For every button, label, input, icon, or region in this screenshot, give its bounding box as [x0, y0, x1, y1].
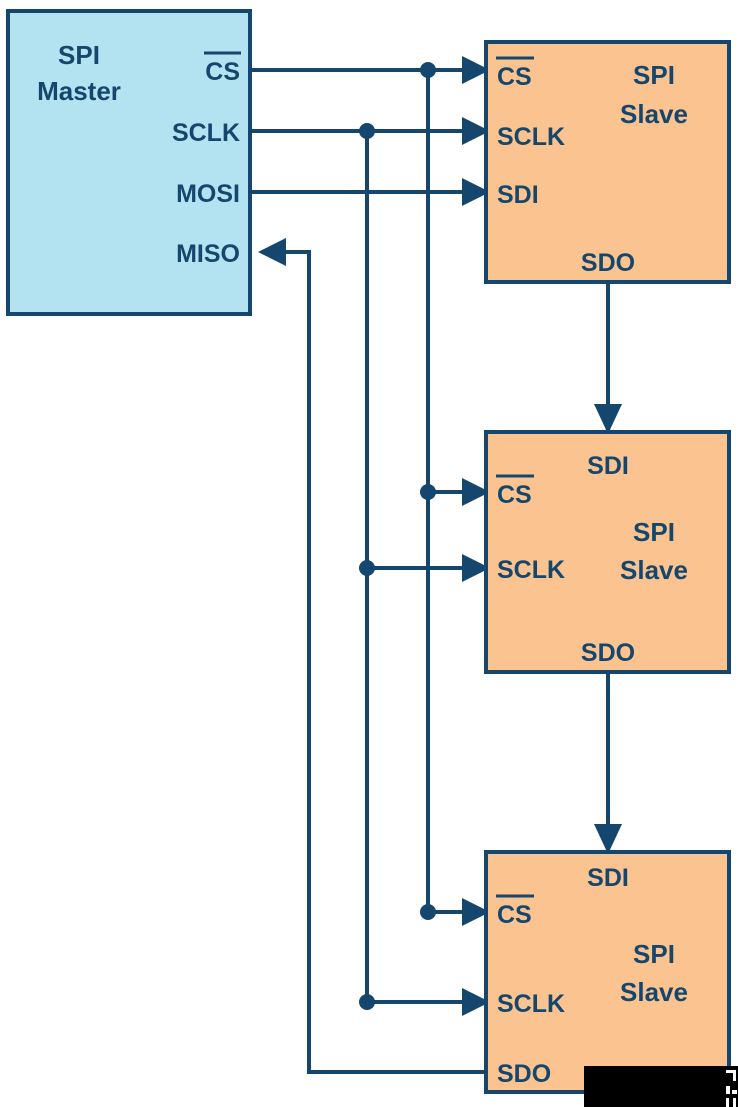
occluder-glyph-fragment-4 [732, 1090, 737, 1094]
slave2-pin-sdo-label: SDO [581, 639, 635, 667]
block-spi-slave-1[interactable]: SPI Slave CS SCLK SDI SDO [484, 40, 731, 284]
miso-return-path [262, 250, 486, 1074]
master-pin-cs-label: CS [205, 58, 240, 86]
arrowhead-cs-slave3 [462, 898, 490, 926]
slave2-pin-cs-label: CS [497, 481, 532, 509]
net-serial-clock [250, 117, 490, 1016]
occluder-glyph-fragment-2 [733, 1070, 736, 1081]
slave1-pin-sdo-label: SDO [581, 249, 635, 277]
slave3-pin-sdi-label: SDI [587, 864, 629, 892]
occluder-overlay [584, 1066, 738, 1107]
master-title-line1: SPI [58, 40, 100, 70]
slave1-pin-cs-label: CS [497, 63, 532, 91]
net-mosi-chain-in [250, 178, 490, 206]
master-title-line2: Master [37, 76, 121, 106]
net-miso-return [258, 238, 486, 1074]
net-chip-select [250, 56, 490, 926]
slave2-body [484, 430, 731, 674]
block-spi-master[interactable]: SPI Master CS SCLK MOSI MISO [6, 9, 252, 316]
slave2-title-line2: Slave [620, 555, 688, 585]
junction-dot-sclk-slave1 [359, 123, 375, 139]
occluder-rect [584, 1066, 738, 1107]
arrowhead-sclk-slave1 [462, 117, 490, 145]
junction-dot-cs-slave3 [420, 904, 436, 920]
slave1-body [484, 40, 731, 284]
net-chain-2-to-3 [594, 672, 622, 854]
arrowhead-mosi-slave1-sdi [462, 178, 490, 206]
slave1-title-line1: SPI [633, 60, 675, 90]
arrowhead-cs-slave1 [462, 56, 490, 84]
slave3-title-line2: Slave [620, 977, 688, 1007]
slave1-pin-sdi-label: SDI [497, 181, 539, 209]
occluder-glyph-fragment-3 [726, 1086, 730, 1094]
slave1-pin-sclk-label: SCLK [497, 123, 565, 151]
slave3-title-line1: SPI [633, 939, 675, 969]
block-spi-slave-3[interactable]: SPI Slave SDI CS SCLK SDO [484, 850, 731, 1094]
occluder-glyph-fragment-5 [726, 1098, 729, 1107]
arrowhead-miso-master [258, 238, 286, 266]
net-chain-1-to-2 [594, 282, 622, 434]
arrowhead-sclk-slave3 [462, 988, 490, 1016]
block-spi-slave-2[interactable]: SPI Slave SDI CS SCLK SDO [484, 430, 731, 674]
occluder-glyph-fragment-6 [733, 1098, 736, 1107]
slave3-pin-sdo-label: SDO [497, 1060, 551, 1088]
arrowhead-cs-slave2 [462, 478, 490, 506]
arrowhead-chain2-slave3-sdi [594, 824, 622, 854]
master-pin-mosi-label: MOSI [176, 180, 240, 208]
master-pin-miso-label: MISO [176, 240, 240, 268]
junction-dot-cs-slave1 [420, 62, 436, 78]
slave2-pin-sdi-label: SDI [587, 452, 629, 480]
slave3-pin-cs-label: CS [497, 901, 532, 929]
occluder-glyph-fragment-1 [726, 1070, 735, 1073]
junction-dot-sclk-slave2 [359, 560, 375, 576]
slave2-pin-sclk-label: SCLK [497, 556, 565, 584]
slave3-pin-sclk-label: SCLK [497, 990, 565, 1018]
arrowhead-sclk-slave2 [462, 554, 490, 582]
master-pin-sclk-label: SCLK [172, 119, 240, 147]
slave1-title-line2: Slave [620, 99, 688, 129]
arrowhead-chain1-slave2-sdi [594, 404, 622, 434]
master-body [6, 9, 252, 316]
slave2-title-line1: SPI [633, 517, 675, 547]
junction-dot-cs-slave2 [420, 484, 436, 500]
junction-dot-sclk-slave3 [359, 994, 375, 1010]
